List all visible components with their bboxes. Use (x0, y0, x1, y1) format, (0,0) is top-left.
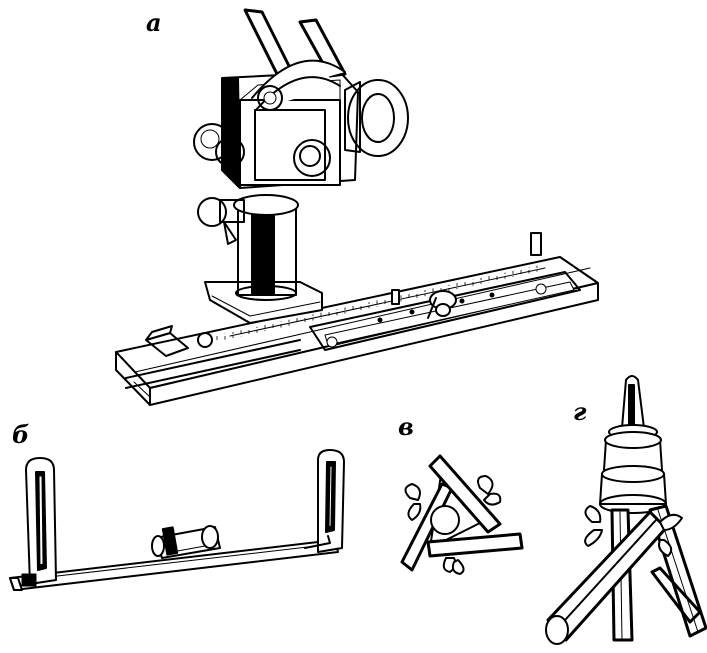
side-knobs (193, 123, 245, 245)
camera-body (221, 8, 359, 189)
panel-a: а (115, 8, 599, 406)
carriage (309, 271, 581, 351)
tripod-wing-nuts (584, 505, 683, 557)
rail (115, 256, 599, 406)
post (530, 232, 542, 256)
panel-g-label: г (573, 397, 587, 426)
camera-column (233, 194, 299, 301)
panel-g: г (545, 375, 707, 645)
wing-nuts (404, 475, 502, 575)
panel-b: б (9, 420, 345, 591)
panel-b-label: б (12, 420, 29, 449)
camera-on-rail-icon (115, 8, 599, 406)
spirit-level (151, 525, 221, 559)
bracket-with-level-icon (9, 449, 345, 591)
tripod-head-clamp-icon (400, 454, 524, 575)
camera-base (204, 281, 323, 324)
right-upright (304, 449, 345, 553)
tripod-legs (545, 504, 707, 645)
left-upright (21, 457, 57, 587)
panel-v-label: в (398, 412, 414, 441)
panel-a-label: а (146, 8, 162, 37)
tripod-head (599, 424, 667, 514)
panel-v: в (398, 412, 524, 575)
tripod-legs-icon (545, 375, 707, 645)
focus-knob (293, 79, 409, 177)
